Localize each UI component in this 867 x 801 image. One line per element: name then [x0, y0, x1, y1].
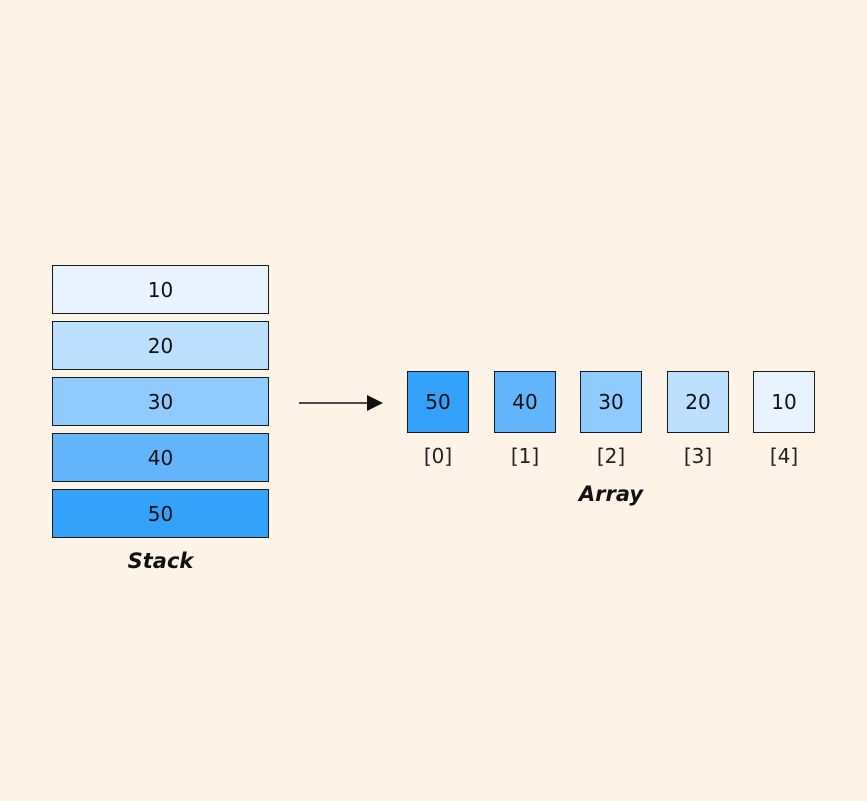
stack-cell: 20 [52, 321, 269, 370]
array-cell: 30 [580, 371, 642, 433]
array-index: [1] [510, 444, 540, 468]
array: 50 [0] 40 [1] 30 [2] 20 [3] 10 [4] [407, 371, 819, 471]
array-item: 30 [2] [580, 371, 642, 468]
array-cell: 20 [667, 371, 729, 433]
stack-label: Stack [127, 549, 194, 573]
array-item: 50 [0] [407, 371, 469, 468]
right-arrow-icon [299, 395, 383, 411]
array-label: Array [578, 482, 644, 506]
stack: 10 20 30 40 50 [52, 265, 269, 545]
array-index: [3] [683, 444, 713, 468]
stack-cell: 30 [52, 377, 269, 426]
array-cell: 50 [407, 371, 469, 433]
array-index: [2] [596, 444, 626, 468]
array-item: 40 [1] [494, 371, 556, 468]
array-index: [0] [423, 444, 453, 468]
stack-cell: 10 [52, 265, 269, 314]
array-cell: 40 [494, 371, 556, 433]
stack-cell: 40 [52, 433, 269, 482]
array-index: [4] [769, 444, 799, 468]
stack-cell: 50 [52, 489, 269, 538]
array-cell: 10 [753, 371, 815, 433]
array-item: 20 [3] [667, 371, 729, 468]
array-item: 10 [4] [753, 371, 815, 468]
